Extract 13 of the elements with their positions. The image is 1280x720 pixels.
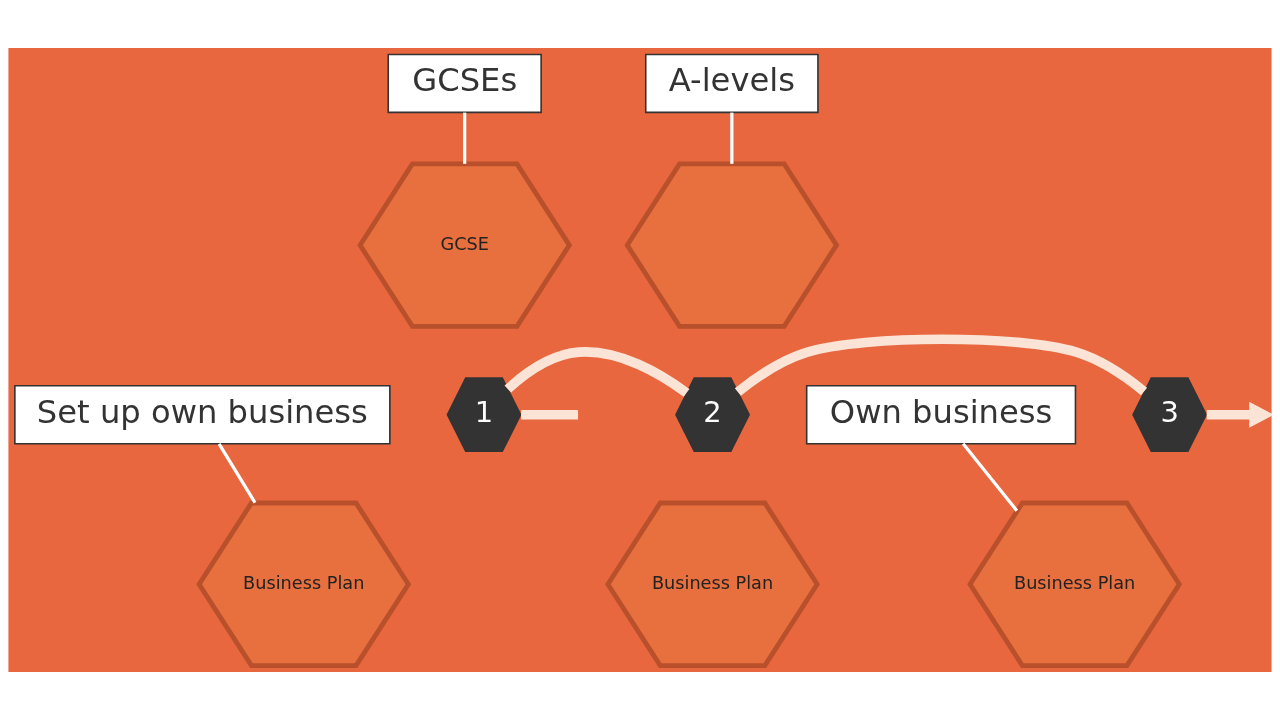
node-hexagon: [624, 161, 840, 329]
node-box: GCSEs: [387, 53, 542, 114]
connector: [217, 442, 257, 504]
connector: [521, 409, 579, 420]
node-box: Set up own business: [14, 384, 391, 445]
connector: [504, 347, 690, 397]
arrow: [1206, 401, 1272, 428]
node-box: A-levels: [644, 53, 819, 114]
node-box: Own business: [805, 384, 1077, 445]
connector: [463, 112, 467, 164]
connector: [730, 112, 734, 164]
connector: [734, 334, 1148, 396]
connector: [961, 442, 1019, 512]
